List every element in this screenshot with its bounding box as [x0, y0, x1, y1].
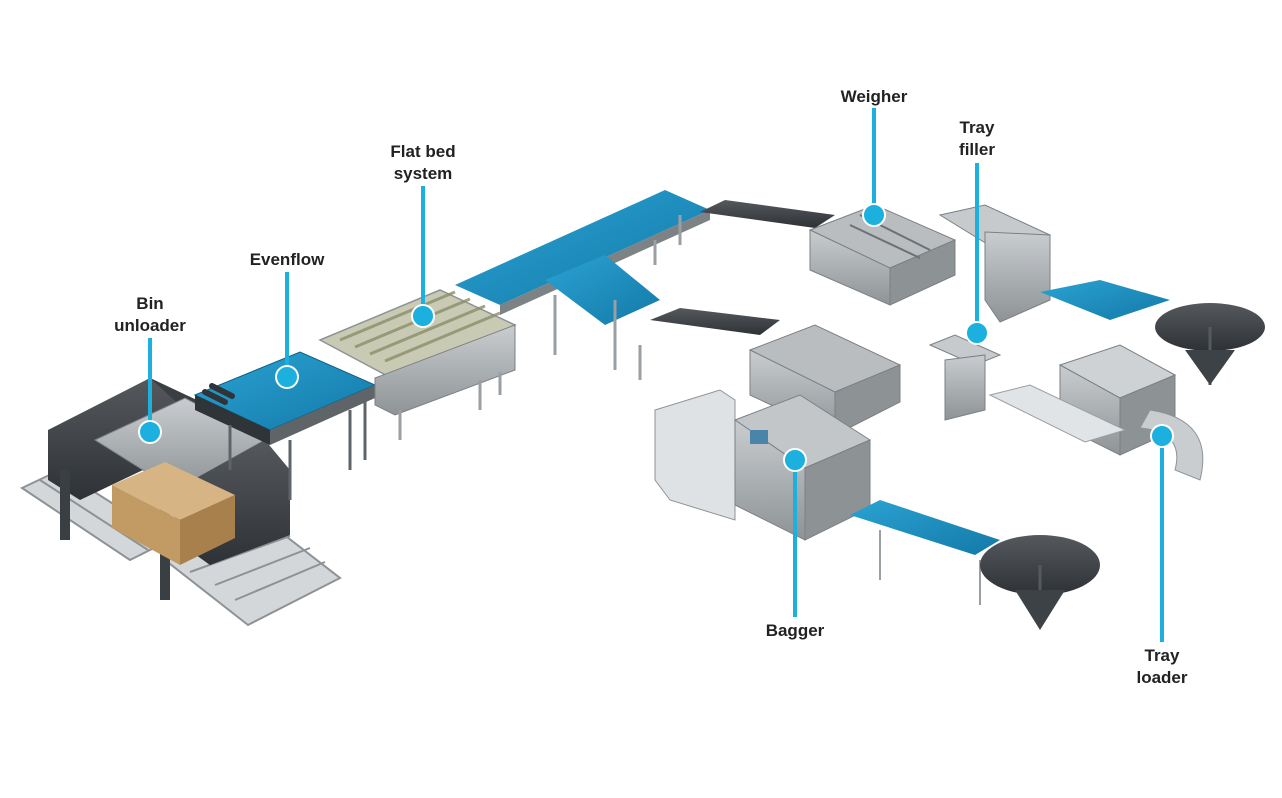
incline-belt-conveyors: [455, 190, 835, 380]
tray-loader-machine: [988, 344, 1204, 481]
wooden-bin: [112, 462, 235, 565]
label-tray-loader: Tray loader: [1122, 645, 1202, 689]
rotary-table-bagger: [980, 535, 1100, 630]
callout-evenflow: [275, 272, 299, 389]
label-weigher-line1: Weigher: [840, 87, 908, 106]
label-bin-unloader-line2: unloader: [114, 316, 186, 335]
callout-tray-loader: [1150, 424, 1174, 642]
label-tray-filler: Tray filler: [937, 117, 1017, 161]
callout-bagger: [783, 448, 807, 617]
weigher-upper: [808, 204, 1170, 323]
rotary-table-tray: [1155, 303, 1265, 385]
callout-tray-filler: [965, 163, 989, 345]
bagger-machine: [654, 389, 1000, 605]
label-flat-bed-line2: system: [393, 164, 453, 183]
label-evenflow-line1: Evenflow: [249, 250, 325, 269]
callout-flat-bed: [411, 186, 435, 328]
label-bin-unloader-line1: Bin: [136, 294, 164, 313]
label-flat-bed-line1: Flat bed: [390, 142, 456, 161]
label-bagger: Bagger: [745, 620, 845, 642]
label-bagger-line1: Bagger: [765, 621, 825, 640]
label-tray-filler-line2: filler: [959, 140, 995, 159]
label-tray-loader-line1: Tray: [1144, 646, 1180, 665]
evenflow-conveyor: [193, 351, 377, 500]
flat-bed-system: [318, 289, 517, 440]
label-flat-bed-system: Flat bed system: [368, 141, 478, 185]
bagger-screen: [750, 430, 768, 444]
callout-weigher: [862, 108, 886, 227]
callout-bin-unloader: [138, 338, 162, 444]
label-tray-filler-line1: Tray: [959, 118, 995, 137]
label-bin-unloader: Bin unloader: [100, 293, 200, 337]
label-tray-loader-line2: loader: [1136, 668, 1188, 687]
label-weigher: Weigher: [819, 86, 929, 108]
label-evenflow: Evenflow: [232, 249, 342, 271]
